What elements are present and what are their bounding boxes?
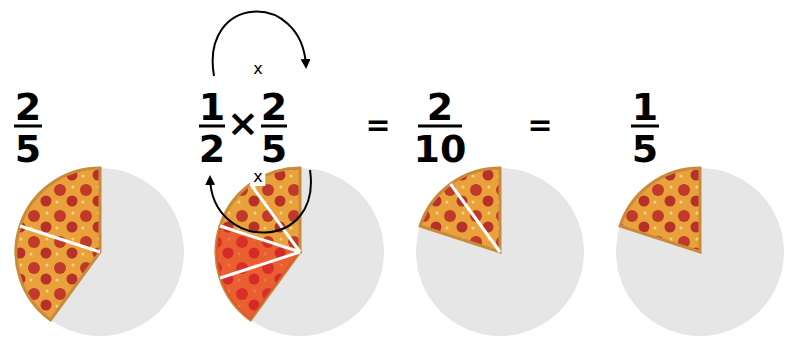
numerator: 1 xyxy=(199,88,225,126)
denominator: 5 xyxy=(632,130,658,168)
pizza-half-of-two-fifths xyxy=(216,168,384,336)
denominator: 5 xyxy=(261,130,287,168)
fraction-bars xyxy=(14,125,659,128)
times-sign: × xyxy=(227,104,259,142)
numerator: 1 xyxy=(632,88,658,126)
arrow-label: x xyxy=(250,60,265,78)
numerator: 2 xyxy=(261,88,287,126)
numerator: 2 xyxy=(427,88,453,126)
pizza-one-fifth xyxy=(616,168,784,336)
pizza-two-fifths xyxy=(16,168,184,336)
equals-sign: = xyxy=(365,110,390,140)
pizza-two-tenths xyxy=(416,168,584,336)
denominator: 10 xyxy=(414,130,467,168)
denominator: 5 xyxy=(15,130,41,168)
arrow-label: x xyxy=(250,168,265,186)
numerator: 2 xyxy=(15,88,41,126)
denominator: 2 xyxy=(199,130,225,168)
equals-sign: = xyxy=(527,110,552,140)
